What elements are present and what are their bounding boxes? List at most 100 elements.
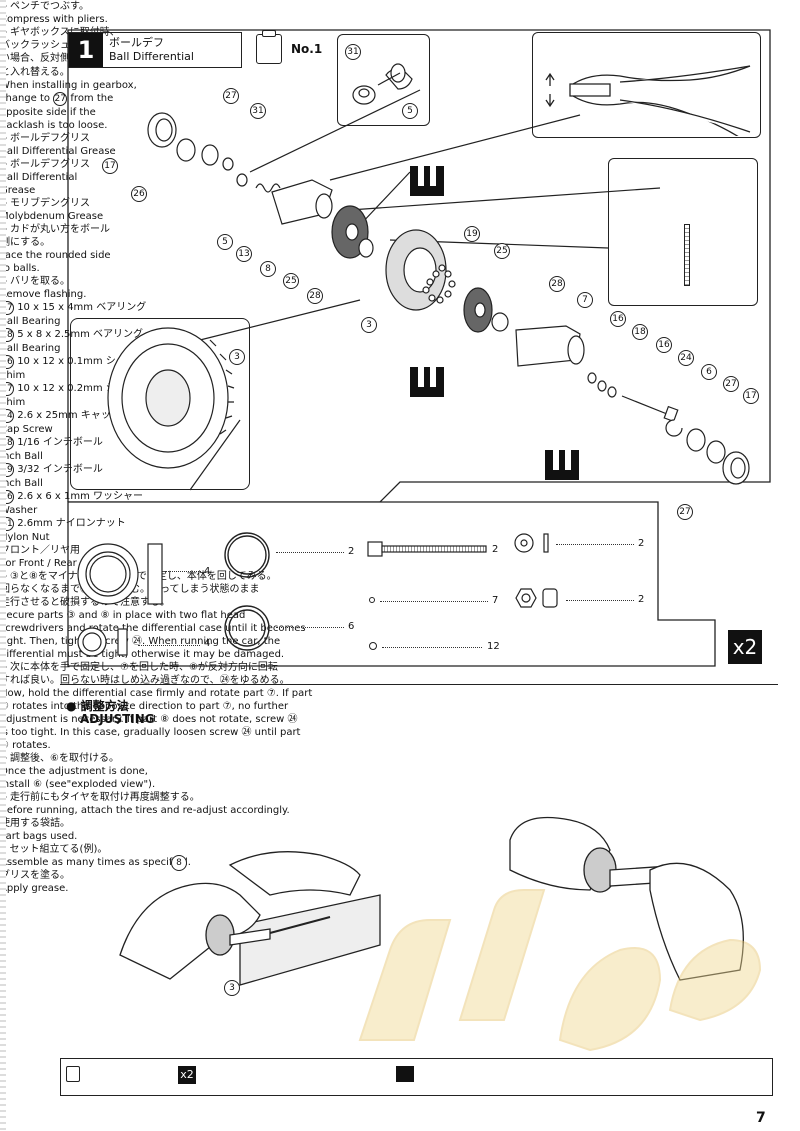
- grease-icon: [410, 166, 444, 196]
- qty-leader: [382, 647, 482, 648]
- washer-edge-icon: [684, 224, 690, 286]
- qty-leader: [165, 571, 201, 572]
- bearing-17-icon: [77, 543, 163, 605]
- part-ref: 3: [229, 349, 245, 365]
- adj-left-jp3: 走行させると破損するので注意する。: [0, 597, 170, 608]
- washer-16-icon: [514, 533, 549, 553]
- adj-left-en3: tight. Then, tighten screw ㉔. When runni…: [0, 636, 281, 647]
- part-16-en: Washer: [0, 505, 38, 516]
- adj-right-en5: ⑧ rotates.: [0, 740, 51, 751]
- part-ref: 3: [361, 317, 377, 333]
- nut-crimp-drawing: [352, 63, 413, 105]
- pliers-en: Compress with pliers.: [0, 14, 108, 25]
- front-rear-en: For Front / Rear: [0, 558, 77, 569]
- divider: [60, 684, 778, 685]
- gearbox-note-en3: opposite side if the: [0, 107, 96, 118]
- front-rear-jp: フロント／リヤ用: [0, 545, 80, 556]
- bag-icon: [256, 30, 282, 64]
- adj-right-en4: is too tight. In this case, gradually lo…: [0, 727, 301, 738]
- grease-icon: [410, 367, 444, 397]
- legend-grease-jp: グリスを塗る。: [0, 870, 70, 881]
- rounded-en1: Face the rounded side: [0, 250, 111, 261]
- part-24-qty: 2: [492, 544, 499, 555]
- part-ref: 25: [494, 243, 510, 259]
- legend-grease-en: Apply grease.: [0, 883, 69, 894]
- part-26-qty: 2: [348, 546, 355, 557]
- qty-leader: [566, 600, 634, 601]
- adj-right-en2: ⑧ rotates into the opposite direction to…: [0, 701, 289, 712]
- legend-bag-jp: 使用する袋詰。: [0, 818, 70, 829]
- gearbox-note-jp2: バックラッシュがゆる: [0, 40, 100, 51]
- legend-x2-en: Assemble as many times as specified.: [0, 857, 191, 868]
- part-ref: 8: [260, 261, 276, 277]
- grease-icon: [545, 450, 579, 480]
- part-ref: 13: [236, 246, 252, 262]
- legend-x2-icon: x2: [178, 1066, 196, 1084]
- bearing-28-icon: [77, 627, 128, 657]
- grease1-en: Ball Differential Grease: [0, 146, 116, 157]
- x2-badge: x2: [728, 630, 762, 664]
- part-ref: 5: [217, 234, 233, 250]
- shim-27-icon: [224, 605, 270, 651]
- qty-leader: [276, 552, 344, 553]
- after-adj-en1: Once the adjustment is done,: [0, 766, 148, 777]
- part-ref: 25: [283, 273, 299, 289]
- parts-frame: [67, 501, 716, 667]
- pliers-inset: [532, 32, 761, 138]
- adj-left-en2: screwdrivers and rotate the differential…: [0, 623, 306, 634]
- adjusting-title-jp: ● 調整方法: [66, 699, 129, 713]
- part-ref: 27: [677, 504, 693, 520]
- rounded-side-inset: [608, 158, 758, 306]
- qty-leader: [138, 645, 200, 646]
- part-ref: 28: [307, 288, 323, 304]
- remove-flash-en: Remove flashing.: [0, 289, 87, 300]
- qty-leader: [556, 544, 634, 545]
- step-header: 1 ボールデフ Ball Differential: [68, 32, 242, 68]
- part-ref: 19: [464, 226, 480, 242]
- part-18-en: Inch Ball: [0, 451, 43, 462]
- nut-inset: [337, 34, 430, 126]
- adj-left-en4: differential must be tight, otherwise it…: [0, 649, 285, 660]
- watermark-logo: [358, 889, 762, 1052]
- rounded-en2: to balls.: [0, 263, 40, 274]
- before-run-jp: 走行前にもタイヤを取付け再度調整する。: [0, 791, 800, 804]
- main-frame: [67, 29, 771, 502]
- part-ref: 18: [632, 324, 648, 340]
- nylon-nut-icon: [515, 588, 558, 608]
- part-ref: 17: [102, 158, 118, 174]
- gearbox-note-en4: backlash is too loose.: [0, 120, 108, 131]
- part-28-en: Ball Bearing: [0, 343, 61, 354]
- part-ref: 27: [723, 376, 739, 392]
- before-run-en: Before running, attach the tires and re-…: [0, 805, 290, 816]
- legend-bag-en: Part bags used.: [0, 831, 78, 842]
- grease2-en1: Ball Differential: [0, 172, 78, 183]
- part-ref: 5: [402, 103, 418, 119]
- part-ref: 16: [610, 311, 626, 327]
- page-number: 7: [756, 1110, 766, 1126]
- part-ref: 31: [345, 44, 361, 60]
- ball-19-icon: [369, 642, 377, 650]
- part-ref: 7: [577, 292, 593, 308]
- part-16-qty: 2: [638, 538, 645, 549]
- part-19-en: Inch Ball: [0, 478, 43, 489]
- part-ref: 31: [250, 103, 266, 119]
- binding-edge: [0, 0, 6, 1131]
- part-17-en: Ball Bearing: [0, 316, 61, 327]
- part-27-qty: 6: [348, 621, 355, 632]
- adj-right-en3: adjustment is necessary. If part ⑧ does …: [0, 714, 298, 725]
- part-ref: 16: [656, 337, 672, 353]
- after-adj-en2: install ⑥ (see"exploded view").: [0, 779, 156, 790]
- adj-right-en1: Now, hold the differential case firmly a…: [0, 688, 313, 699]
- part-24-en: Cap Screw: [0, 424, 53, 435]
- legend-x2-jp: 2 セット組立てる(例)。: [0, 844, 108, 855]
- part-ref: 3: [224, 980, 240, 996]
- step-title-en: Ball Differential: [109, 50, 194, 63]
- cap-screw-icon: [367, 541, 487, 557]
- part-ref: 6: [701, 364, 717, 380]
- grease3-en: Molybdenum Grease: [0, 211, 104, 222]
- step-number: 1: [69, 33, 103, 67]
- ring-gear-inset: [70, 318, 250, 490]
- hands-right-drawing: [509, 816, 744, 981]
- exploded-view-drawing: [107, 89, 750, 491]
- gearbox-note-en2: change to 27 from the: [0, 92, 114, 106]
